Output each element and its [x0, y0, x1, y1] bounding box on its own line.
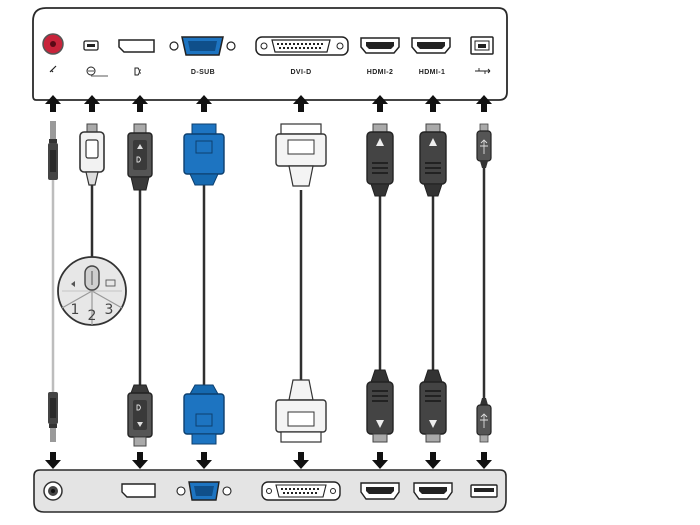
arrow-down-icon: [45, 452, 61, 469]
monitor-port-panel: D-SUB DVI-D HDMI-2 HDMI-1: [32, 7, 508, 101]
hdmi2-cable: [366, 123, 394, 443]
vga-port-icon: D-SUB: [169, 36, 236, 76]
vga-cable: [183, 123, 225, 445]
audio-cable: [48, 121, 58, 442]
hdmi-port-icon: [360, 482, 400, 500]
displayport-icon: [118, 39, 155, 76]
usb-b-port-icon: [470, 36, 494, 74]
dvi-cable: [275, 123, 327, 443]
hdmi-port-icon: HDMI-2: [360, 37, 400, 76]
arrow-down-icon: [132, 452, 148, 469]
arrow-down-icon: [293, 452, 309, 469]
hdmi2-port-label: HDMI-2: [367, 69, 394, 76]
dvi-port-icon: DVI-D: [255, 36, 349, 76]
vga-port-icon: [176, 481, 232, 501]
controller-button-1-label: 1: [71, 302, 80, 318]
pc-port-panel: [33, 469, 507, 513]
displayport-icon: [121, 483, 156, 498]
arrows-into-pc: [45, 452, 492, 469]
hdmi1-port-label: HDMI-1: [419, 69, 446, 76]
usb-cable: [476, 123, 492, 443]
controller-button-2-label: 2: [88, 308, 97, 324]
arrow-down-icon: [476, 452, 492, 469]
osd-controller-cable: [79, 123, 105, 262]
usb-a-port-icon: [470, 484, 498, 498]
dsub-port-label: D-SUB: [191, 69, 215, 76]
back-icon: [71, 281, 75, 287]
hdmi1-cable: [419, 123, 447, 443]
arrow-down-icon: [372, 452, 388, 469]
arrow-down-icon: [425, 452, 441, 469]
hdmi-port-icon: [413, 482, 453, 500]
input-icon: [105, 279, 116, 287]
osd-controller-puck: 1 2 3: [57, 256, 127, 326]
usb-icon: [480, 139, 488, 154]
hdmi-port-icon: HDMI-1: [411, 37, 451, 76]
arrow-down-icon: [196, 452, 212, 469]
headphone-jack-icon: [42, 33, 64, 73]
dvi-port-icon: [261, 481, 341, 501]
usb-icon: [480, 413, 488, 428]
displayport-cable: [127, 123, 153, 447]
controller-port-icon: [83, 40, 108, 77]
controller-button-3-label: 3: [105, 302, 114, 318]
audio-jack-icon: [43, 481, 63, 501]
dvid-port-label: DVI-D: [290, 69, 311, 76]
